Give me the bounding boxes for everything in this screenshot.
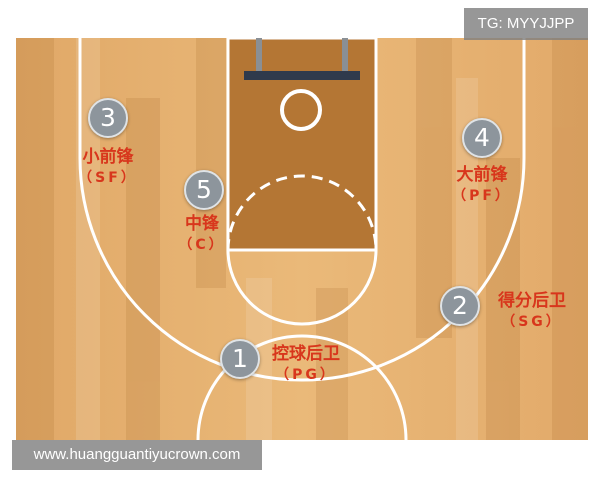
basket-stanchion-left xyxy=(256,38,262,72)
center-circle xyxy=(196,334,408,441)
three-point-line xyxy=(78,38,526,382)
player-abbr: （PF） xyxy=(452,188,512,204)
hoop xyxy=(280,89,322,131)
player-abbr: （SG） xyxy=(501,314,563,330)
player-label-sg: 得分后卫 （SG） xyxy=(482,290,582,332)
player-label-pf: 大前锋 （PF） xyxy=(432,164,532,206)
player-abbr: （SF） xyxy=(78,170,138,186)
basketball-court: 1 控球后卫 （PG） 2 得分后卫 （SG） 3 小前锋 （SF） 4 大前锋… xyxy=(16,36,588,441)
player-label-pg: 控球后卫 （PG） xyxy=(256,343,356,385)
backboard xyxy=(244,71,360,80)
court-lines xyxy=(16,36,588,441)
player-marker-2: 2 xyxy=(440,286,480,326)
player-label-sf: 小前锋 （SF） xyxy=(58,146,158,188)
player-marker-4: 4 xyxy=(462,118,502,158)
player-label-c: 中锋 （C） xyxy=(152,213,252,255)
free-throw-circle-lower xyxy=(226,249,378,326)
player-abbr: （PG） xyxy=(275,367,337,383)
player-marker-3: 3 xyxy=(88,98,128,138)
player-marker-1: 1 xyxy=(220,339,260,379)
player-name: 大前锋 xyxy=(456,165,508,185)
player-name: 控球后卫 xyxy=(272,344,340,364)
watermark-telegram: TG: MYYJJPP xyxy=(464,8,588,40)
watermark-website: www.huangguantiyucrown.com xyxy=(12,440,262,470)
player-name: 得分后卫 xyxy=(498,291,566,311)
player-name: 小前锋 xyxy=(82,147,134,167)
basket-stanchion-right xyxy=(342,38,348,72)
free-throw-circle-upper xyxy=(226,174,378,251)
player-name: 中锋 xyxy=(185,214,219,234)
player-marker-5: 5 xyxy=(184,170,224,210)
player-abbr: （C） xyxy=(178,237,226,253)
